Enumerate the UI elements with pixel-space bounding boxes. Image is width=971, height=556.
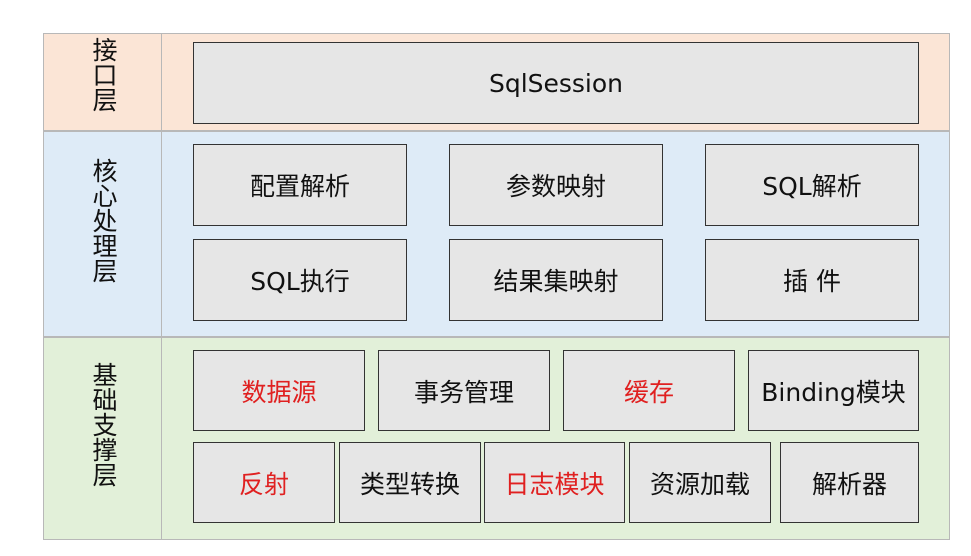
result-set-mapping-box: 结果集映射 [449,239,663,321]
type-conversion-box: 类型转换 [339,442,481,523]
resource-loading-box: 资源加载 [629,442,771,523]
config-parsing-box: 配置解析 [193,144,407,226]
binding-module-box: Binding模块 [748,350,919,431]
base-support-layer: 基础支撑层 数据源 事务管理 缓存 Binding模块 反射 类型转换 日志模块… [43,337,950,540]
cache-box: 缓存 [563,350,735,431]
sqlsession-box: SqlSession [193,42,919,124]
plugin-box: 插 件 [705,239,919,321]
interface-layer-label-cell: 接口层 [44,34,162,130]
core-processing-layer: 核心处理层 配置解析 参数映射 SQL解析 SQL执行 结果集映射 插 件 [43,131,950,337]
base-layer-label-cell: 基础支撑层 [44,338,162,539]
interface-layer: 接口层 SqlSession [43,33,950,131]
parameter-mapping-box: 参数映射 [449,144,663,226]
sql-parsing-box: SQL解析 [705,144,919,226]
interface-layer-label: 接口层 [89,37,118,112]
core-layer-label-cell: 核心处理层 [44,132,162,336]
transaction-management-box: 事务管理 [378,350,550,431]
logging-module-box: 日志模块 [484,442,625,523]
parser-box: 解析器 [780,442,919,523]
base-layer-label: 基础支撑层 [89,362,118,487]
core-layer-label: 核心处理层 [89,158,118,283]
datasource-box: 数据源 [193,350,365,431]
reflection-box: 反射 [193,442,335,523]
sql-execution-box: SQL执行 [193,239,407,321]
